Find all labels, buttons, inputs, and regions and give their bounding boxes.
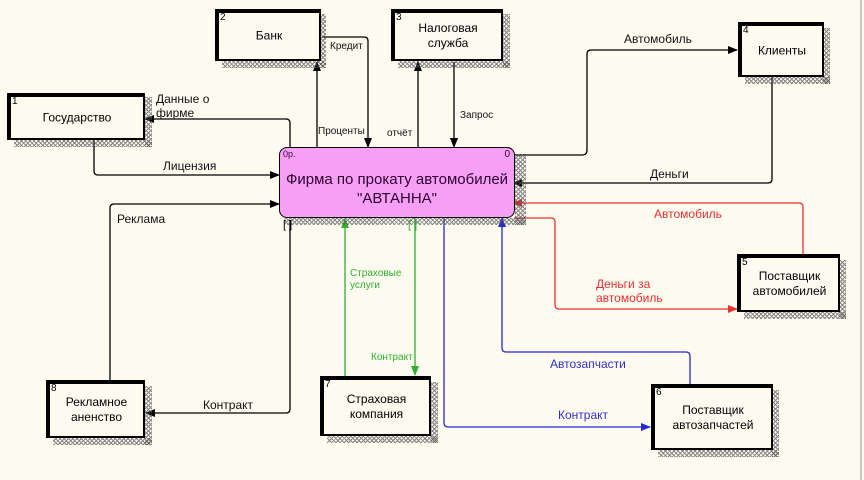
entity-nalogovaya[interactable]: 3 Налоговая служба: [391, 9, 503, 61]
label-dengi: Деньги: [650, 167, 689, 181]
tunnel-mark-center: [ ]: [408, 219, 418, 231]
entity-shadow: [658, 450, 779, 457]
entity-label: Страховая компания: [346, 392, 407, 421]
label-reklama: Реклама: [117, 212, 166, 226]
entity-shadow: [745, 77, 830, 84]
entity-shadow: [503, 14, 510, 68]
entity-label: Банк: [255, 28, 283, 43]
flow-licenziya: [93, 140, 280, 179]
entity-shadow: [327, 436, 438, 443]
entity-label: Государство: [42, 110, 112, 124]
entity-number: 5: [742, 257, 748, 268]
flow-reklama: [109, 200, 280, 380]
entity-postavshik-zapchasti[interactable]: 6 Поставщик автозапчастей: [651, 384, 773, 450]
tunnel-mark-left: [ ]: [283, 219, 293, 231]
entity-shadow: [744, 312, 846, 319]
entity-reklamnoe[interactable]: 8 Рекламное аненство: [46, 380, 145, 438]
label-avtomobil-postavshik: Автомобиль: [654, 207, 722, 221]
entity-number: 3: [396, 12, 402, 23]
process-shadow: [515, 154, 526, 225]
entity-strahovaya[interactable]: 7 Страховая компания: [320, 376, 431, 436]
entity-number: 2: [220, 12, 226, 23]
label-kontrakt-zapchasti: Контракт: [558, 408, 609, 422]
entity-gosudarstvo[interactable]: 1 Государство: [7, 93, 145, 140]
flow-kredit: [322, 36, 372, 148]
flow-avtozapchasti: [498, 217, 691, 384]
flow-dannye-o-firme: [144, 115, 291, 148]
label-zapros: Запрос: [460, 110, 494, 121]
entity-shadow: [222, 61, 326, 68]
entity-label: Поставщик автозапчастей: [672, 403, 754, 432]
label-dannye-o-firme: Данные о фирме: [156, 92, 210, 120]
label-otchet: отчёт: [387, 128, 413, 139]
flow-avtomobil-postavshik: [512, 199, 804, 254]
process-number: 0р.: [283, 149, 296, 159]
entity-label: Налоговая служба: [418, 21, 478, 50]
process-shadow: [284, 218, 526, 225]
flow-dengi: [512, 77, 773, 187]
process-label-line2: "АВТАННА": [357, 190, 437, 207]
entity-number: 6: [656, 387, 662, 398]
entity-label: Клиенты: [757, 43, 807, 57]
entity-number: 4: [743, 25, 749, 36]
label-licenziya: Лицензия: [163, 159, 217, 173]
flow-kontrakt-zapchasti: [443, 218, 651, 431]
entity-shadow: [320, 14, 326, 68]
entity-postavshik-avto[interactable]: 5 Поставщик автомобилей: [737, 254, 840, 312]
entity-number: 8: [51, 383, 57, 394]
label-kontrakt-strah: Контракт: [371, 352, 413, 363]
label-kontrakt-reklama: Контракт: [203, 398, 254, 412]
label-strahovye-uslugi: Страховые услуги: [350, 268, 402, 291]
flow-avtomobil-klienty: [514, 46, 738, 156]
entity-shadow: [823, 28, 830, 84]
label-kredit: Кредит: [330, 41, 363, 52]
entity-shadow: [431, 382, 438, 443]
process-cost: 0: [504, 149, 510, 160]
entity-number: 1: [12, 96, 18, 107]
entity-shadow: [145, 97, 152, 147]
label-avtozapchasti: Автозапчасти: [550, 357, 626, 371]
process-label: Фирма по прокату автомобилей "АВТАННА": [280, 170, 514, 208]
entity-shadow: [14, 140, 152, 147]
entity-shadow: [772, 390, 779, 457]
entity-klienty[interactable]: 4 Клиенты: [738, 22, 824, 77]
entity-shadow: [145, 386, 152, 445]
entity-bank[interactable]: 2 Банк: [215, 9, 321, 61]
flow-kontrakt-reklama: [145, 220, 291, 417]
entity-shadow: [398, 61, 510, 68]
entity-label: Поставщик автомобилей: [752, 269, 827, 298]
flow-dengi-za-avtomobil: [514, 217, 738, 313]
entity-label: Рекламное аненство: [65, 395, 128, 424]
process-label-line1: Фирма по прокату автомобилей: [285, 171, 509, 188]
entity-shadow: [53, 438, 152, 445]
entity-shadow: [839, 260, 846, 319]
label-procenty: Проценты: [318, 126, 365, 137]
process-avtanna[interactable]: 0р. 0 Фирма по прокату автомобилей "АВТА…: [279, 147, 515, 218]
label-avtomobil-klienty: Автомобиль: [624, 32, 692, 46]
entity-number: 7: [325, 379, 331, 390]
label-dengi-za-avtomobil: Деньги за автомобиль: [596, 277, 663, 305]
